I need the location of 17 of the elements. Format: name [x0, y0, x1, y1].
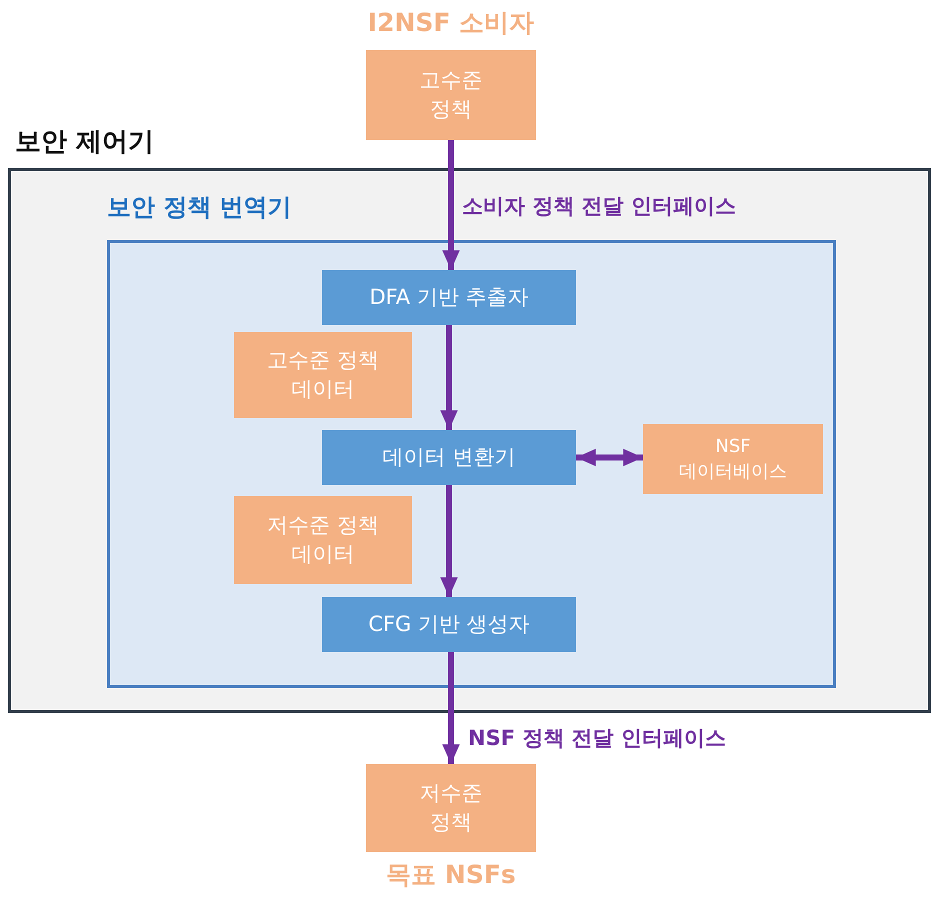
- arrow: [442, 652, 460, 764]
- double-arrow: [576, 448, 643, 466]
- group-heading: 보안 제어기: [15, 126, 154, 159]
- group-heading: 보안 정책 번역기: [107, 192, 292, 223]
- data-box: 고수준 정책 데이터: [234, 332, 412, 418]
- process-box: CFG 기반 생성자: [322, 597, 576, 652]
- arrow: [440, 325, 458, 430]
- arrow: [442, 140, 460, 270]
- process-box: 데이터 변환기: [322, 430, 576, 485]
- arrow: [440, 485, 458, 597]
- data-box: NSF 데이터베이스: [643, 424, 823, 494]
- data-box: 고수준 정책: [366, 50, 536, 140]
- process-box: DFA 기반 추출자: [322, 270, 576, 325]
- node-caption: I2NSF 소비자: [366, 7, 536, 39]
- data-box: 저수준 정책 데이터: [234, 496, 412, 584]
- data-box: 저수준 정책: [366, 764, 536, 852]
- node-caption: 목표 NSFs: [385, 859, 517, 891]
